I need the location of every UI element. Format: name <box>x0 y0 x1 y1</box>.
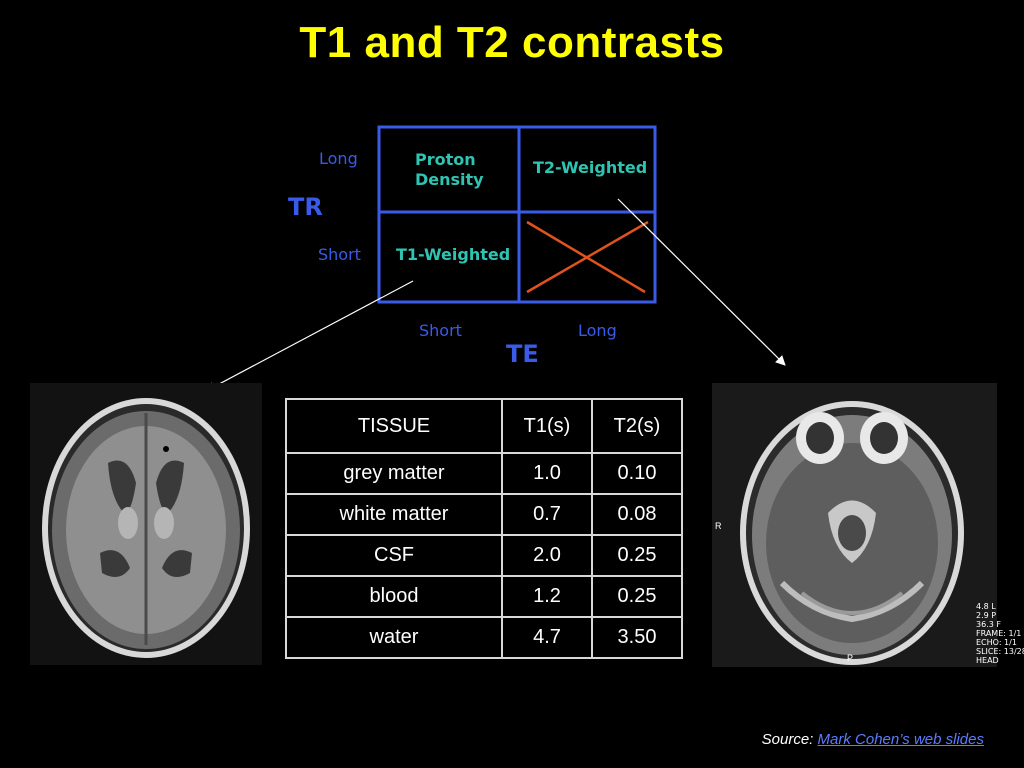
t1-weighted-cell: T1-Weighted <box>396 245 511 264</box>
te-short-label: Short <box>419 321 462 340</box>
tissue-cell: water <box>285 616 503 659</box>
readout-line: FRAME: 1/1 <box>976 629 1022 638</box>
t2-cell: 3.50 <box>591 616 683 659</box>
cross-line-b <box>526 220 649 294</box>
t2-scan-image: R P <box>712 383 997 667</box>
header-t1: T1(s) <box>501 398 593 454</box>
table-row: white matter 0.7 0.08 <box>285 493 683 536</box>
source-link[interactable]: Mark Cohen’s web slides <box>817 731 984 748</box>
readout-line: SLICE: 13/28 <box>976 647 1024 656</box>
proton-density-line2: Density <box>415 170 484 189</box>
t1-cell: 0.7 <box>501 493 593 536</box>
te-axis-label: TE <box>506 340 539 368</box>
slide-title: T1 and T2 contrasts <box>299 18 725 67</box>
t2-side-label: R <box>715 521 722 531</box>
header-t2: T2(s) <box>591 398 683 454</box>
t1-cell: 4.7 <box>501 616 593 659</box>
header-tissue: TISSUE <box>285 398 503 454</box>
t2-cell: 0.08 <box>591 493 683 536</box>
readout-line: 36.3 F <box>976 620 1001 629</box>
t2-cell: 0.25 <box>591 575 683 618</box>
arrow-to-t2-scan <box>617 198 786 366</box>
grid-border <box>377 125 657 304</box>
source-prefix: Source: <box>761 731 818 748</box>
readout-line: 2.9 P <box>976 611 997 620</box>
t2-bottom-label: P <box>847 653 854 663</box>
t2-cell: 0.25 <box>591 534 683 577</box>
readout-line: 4.8 L <box>976 602 996 611</box>
table-row: CSF 2.0 0.25 <box>285 534 683 577</box>
tr-long-label: Long <box>319 149 358 168</box>
tr-axis-label: TR <box>288 193 323 221</box>
table-row: blood 1.2 0.25 <box>285 575 683 618</box>
arrow-to-t1-scan <box>205 280 414 392</box>
readout-line: HEAD <box>976 656 999 665</box>
tr-short-label: Short <box>318 245 361 264</box>
tissue-cell: grey matter <box>285 452 503 495</box>
t1-scan-image <box>30 383 262 665</box>
t2-weighted-cell: T2-Weighted <box>533 158 648 177</box>
proton-density-cell: Proton Density <box>415 150 484 190</box>
t2-cell: 0.10 <box>591 452 683 495</box>
table-row: grey matter 1.0 0.10 <box>285 452 683 495</box>
relaxation-times-table: TISSUE T1(s) T2(s) grey matter 1.0 0.10 … <box>285 398 683 659</box>
source-credit: Source: Mark Cohen’s web slides <box>762 731 984 748</box>
table-row: water 4.7 3.50 <box>285 616 683 659</box>
table-header-row: TISSUE T1(s) T2(s) <box>285 398 683 454</box>
t1-cell: 1.2 <box>501 575 593 618</box>
tr-te-diagram <box>205 125 786 392</box>
brain-t1-icon <box>30 383 262 665</box>
t1-cell: 1.0 <box>501 452 593 495</box>
tissue-cell: CSF <box>285 534 503 577</box>
brain-t2-icon <box>712 383 997 667</box>
te-long-label: Long <box>578 321 617 340</box>
proton-density-line1: Proton <box>415 150 476 169</box>
tissue-cell: blood <box>285 575 503 618</box>
readout-line: ECHO: 1/1 <box>976 638 1017 647</box>
t1-cell: 2.0 <box>501 534 593 577</box>
tissue-cell: white matter <box>285 493 503 536</box>
